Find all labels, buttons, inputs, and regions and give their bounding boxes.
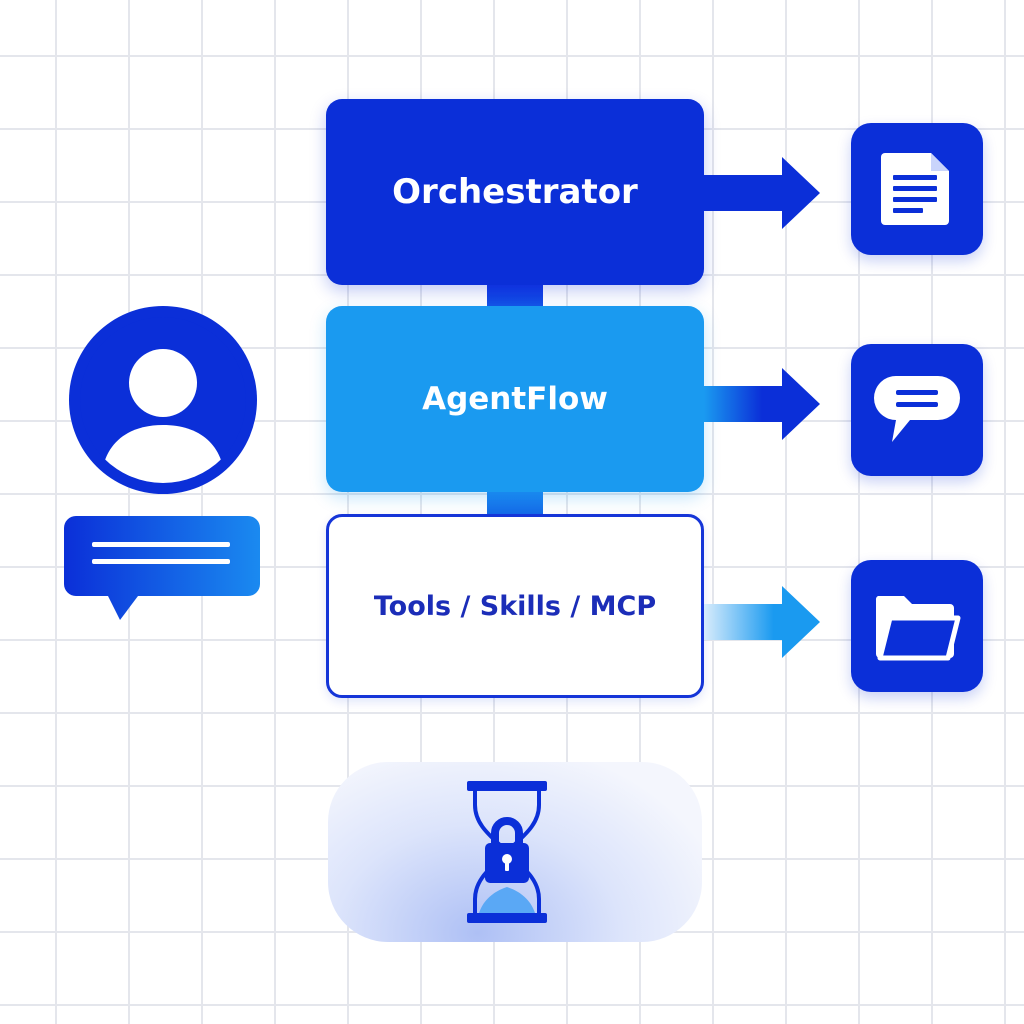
chat-bubble-icon [64, 516, 260, 620]
document-icon [881, 153, 949, 225]
arrow-tools-to-folder [704, 586, 820, 658]
arrow-agentflow-to-chat [704, 368, 820, 440]
user-avatar-icon [69, 306, 257, 494]
security-panel [328, 762, 702, 942]
folder-tile [851, 560, 983, 692]
tools-node: Tools / Skills / MCP [326, 514, 704, 698]
hourglass-lock-icon [467, 781, 547, 923]
tools-label: Tools / Skills / MCP [373, 590, 657, 622]
orchestrator-node: Orchestrator [326, 99, 704, 285]
chat-tile [851, 344, 983, 476]
folder-icon [875, 596, 961, 661]
chat-bubble-icon [874, 376, 960, 442]
arrow-orchestrator-to-document [704, 157, 820, 229]
agentflow-label: AgentFlow [422, 381, 608, 417]
agentflow-node: AgentFlow [326, 306, 704, 492]
document-tile [851, 123, 983, 255]
orchestrator-label: Orchestrator [392, 172, 638, 212]
